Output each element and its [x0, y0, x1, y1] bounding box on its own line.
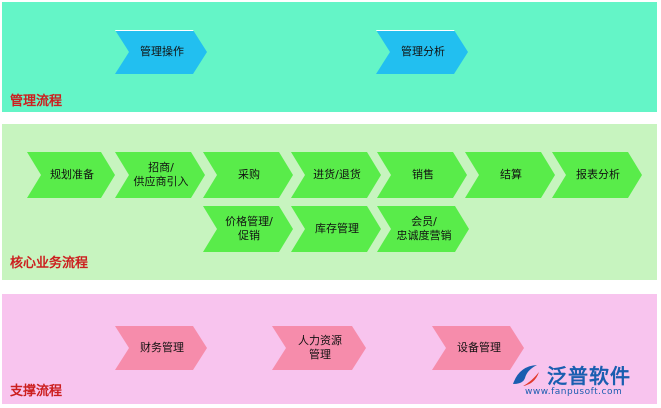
support-step-finance: 财务管理 — [115, 326, 207, 370]
core-step-settlement: 结算 — [465, 152, 555, 198]
core-step-planning: 规划准备 — [27, 152, 115, 198]
management-process-band: 管理操作 管理分析 管理流程 — [2, 2, 657, 112]
support-process-title: 支撑流程 — [10, 384, 63, 399]
core-step-report-analysis: 报表分析 — [552, 152, 642, 198]
support-step-hr: 人力资源 管理 — [272, 326, 366, 370]
core-step-membership-loyalty: 会员/ 忠诚度营销 — [377, 206, 469, 252]
core-step-pricing-promotion: 价格管理/ 促销 — [203, 206, 293, 252]
support-process-band: 财务管理 人力资源 管理 设备管理 支撑流程 泛普软件 www.fanpusof… — [2, 294, 657, 404]
logo-mark-icon — [513, 365, 539, 386]
core-business-title: 核心业务流程 — [10, 256, 89, 271]
logo-url: www.fanpusoft.com — [525, 387, 623, 397]
support-step-equipment: 设备管理 — [432, 326, 524, 370]
core-step-merchant-sourcing: 招商/ 供应商引入 — [115, 152, 205, 198]
management-operation-step: 管理操作 — [115, 30, 207, 74]
core-step-receiving-returns: 进货/退货 — [291, 152, 381, 198]
core-step-sales: 销售 — [377, 152, 467, 198]
fanpu-logo: 泛普软件 www.fanpusoft.com — [511, 360, 651, 400]
logo-name: 泛普软件 — [547, 364, 631, 388]
management-process-title: 管理流程 — [10, 94, 63, 109]
core-business-band: 规划准备 招商/ 供应商引入 采购 进货/退货 销售 结算 报表分析 价格管理/… — [2, 124, 657, 280]
core-step-purchasing: 采购 — [203, 152, 293, 198]
management-analysis-step: 管理分析 — [376, 30, 468, 74]
core-step-inventory: 库存管理 — [291, 206, 381, 252]
